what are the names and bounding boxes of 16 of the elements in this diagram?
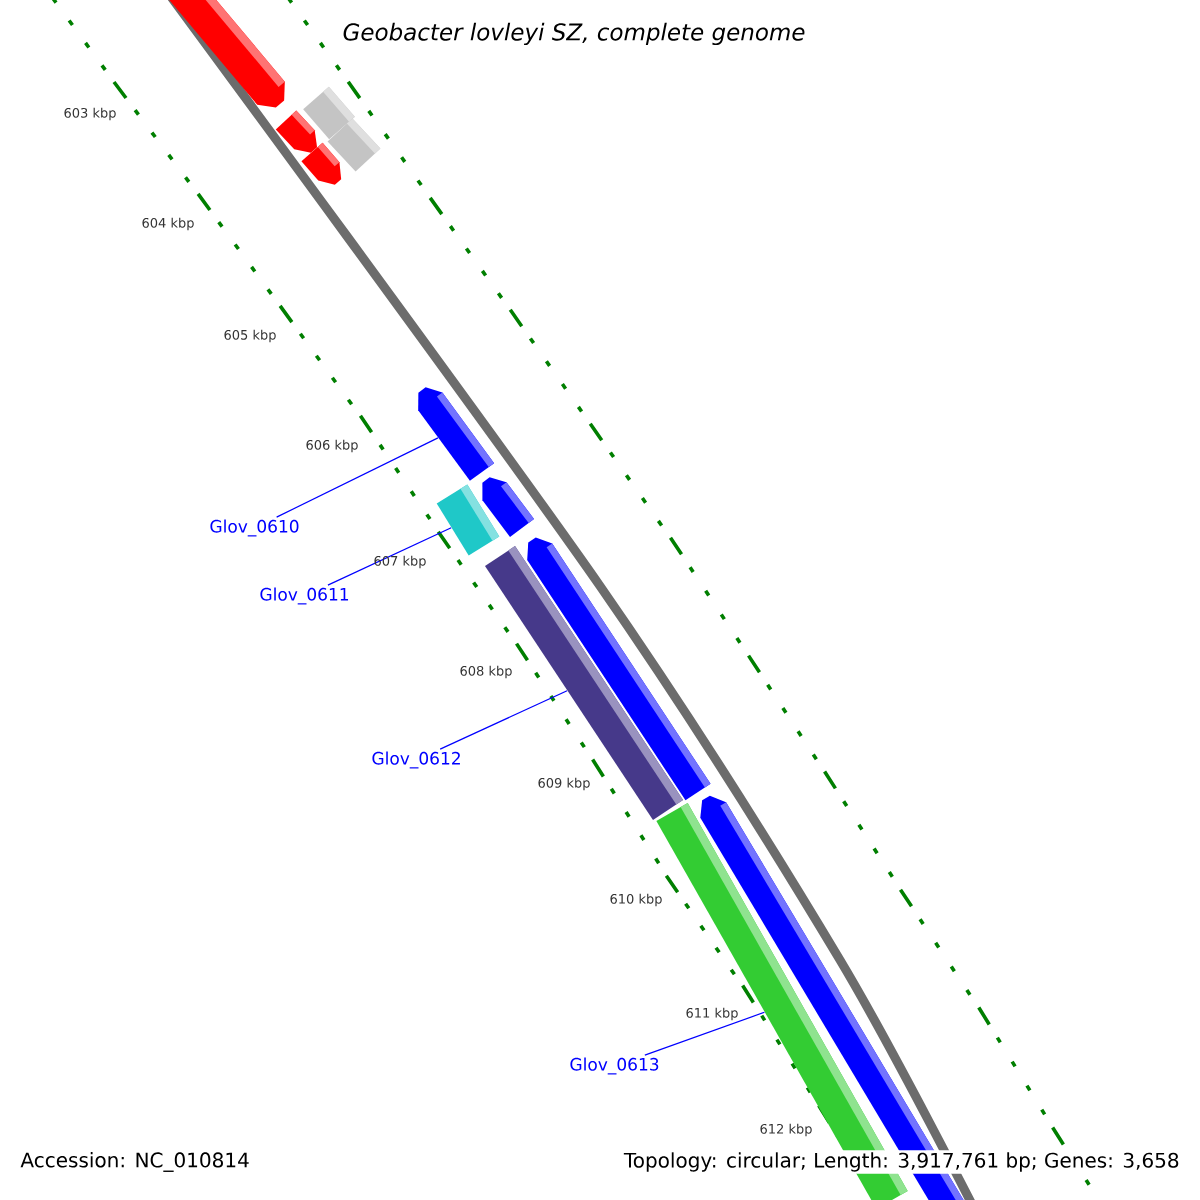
leader-line <box>276 437 439 518</box>
gene-label: Glov_0612 <box>372 751 460 769</box>
gene-feature <box>436 484 500 556</box>
title: Geobacter lovleyi SZ, complete genome <box>343 22 805 46</box>
gene-feature <box>301 142 342 185</box>
leader-line <box>439 690 568 750</box>
gene-feature <box>418 387 495 481</box>
gene-label: Glov_0610 <box>210 519 299 537</box>
leader-line <box>644 1011 766 1056</box>
gene-feature <box>275 110 318 153</box>
gene-label: Glov_0611 <box>260 587 349 605</box>
gene-feature <box>485 546 684 820</box>
info-text: Topology: circular; Length: 3,917,761 bp; Genes: 3,658 <box>621 1150 1182 1174</box>
leader-line <box>327 527 452 586</box>
gene-label: Glov_0613 <box>570 1057 659 1075</box>
info-text: Accession: NC_010814 <box>18 1150 252 1174</box>
